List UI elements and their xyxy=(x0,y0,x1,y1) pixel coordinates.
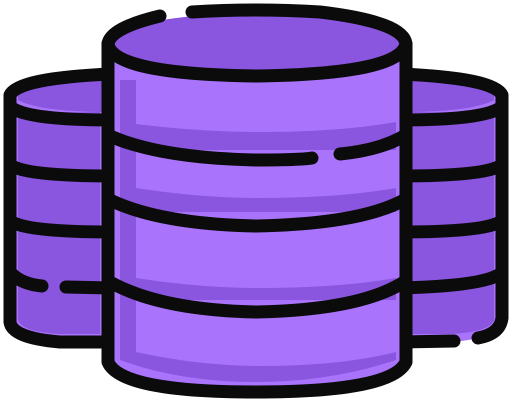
left-database-cylinder xyxy=(3,67,119,349)
right-database-cylinder xyxy=(393,67,509,349)
center-database-cylinder xyxy=(101,3,413,399)
